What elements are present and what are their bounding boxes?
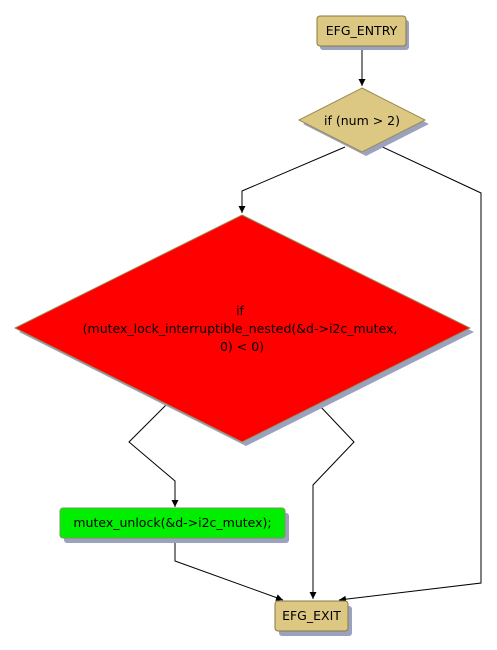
edge-decision2-to-exit	[309, 404, 355, 599]
edge-decision1-to-exit	[338, 143, 482, 603]
exit-node-box	[274, 600, 349, 632]
decision-mutex-diamond	[13, 214, 472, 443]
decision-mutex-label-line-1: if	[236, 303, 244, 318]
edge-decision2-to-action	[128, 404, 179, 507]
decision-num-node: if (num > 2)	[297, 87, 429, 156]
exit-node: EFG_EXIT	[274, 600, 352, 636]
edge-action-to-exit	[174, 537, 284, 601]
entry-node: EFG_ENTRY	[316, 15, 409, 50]
entry-node-label: EFG_ENTRY	[326, 23, 398, 38]
action-unlock-node: mutex_unlock(&d->i2c_mutex);	[59, 507, 289, 543]
action-unlock-label: mutex_unlock(&d->i2c_mutex);	[73, 515, 271, 530]
decision-mutex-label: if (mutex_lock_interruptible_nested(&d->…	[83, 303, 402, 354]
edges	[128, 46, 482, 603]
action-unlock-box	[59, 507, 286, 539]
exit-node-label: EFG_EXIT	[282, 608, 341, 623]
decision-mutex-node: if (mutex_lock_interruptible_nested(&d->…	[13, 214, 474, 446]
decision-mutex-label-line-3: 0) < 0)	[220, 339, 264, 354]
decision-num-diamond	[297, 87, 427, 153]
edge-decision1-to-decision2	[238, 146, 346, 213]
decision-mutex-label-line-2: (mutex_lock_interruptible_nested(&d->i2c…	[83, 321, 398, 336]
decision-num-label: if (num > 2)	[324, 113, 400, 128]
entry-node-box	[316, 15, 407, 47]
